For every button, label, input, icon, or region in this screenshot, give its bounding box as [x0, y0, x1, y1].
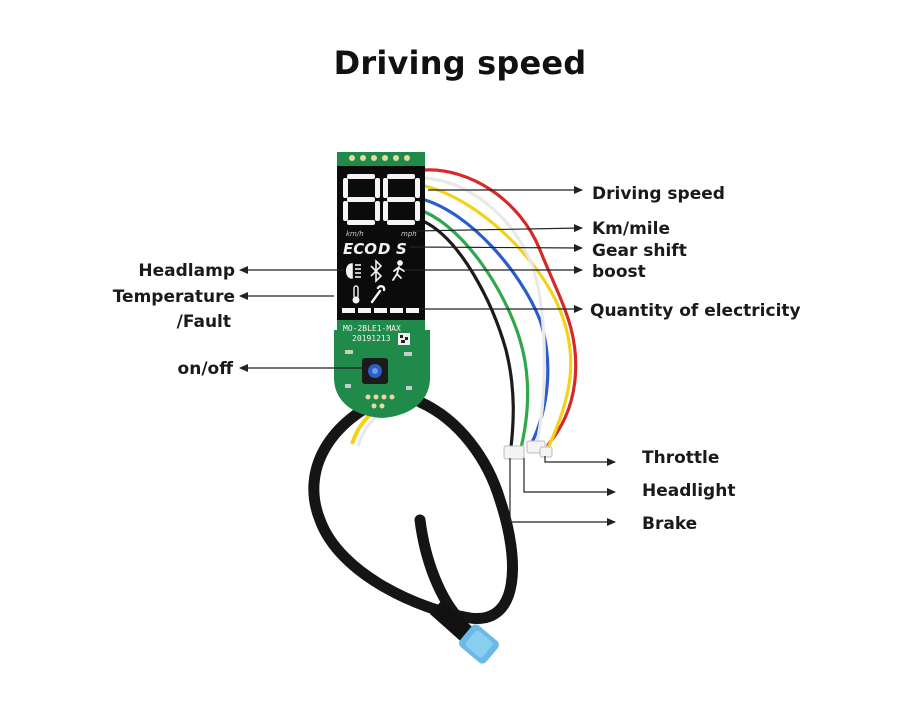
mode-s: S: [396, 240, 407, 258]
pcb-date: 20191213: [352, 334, 391, 343]
qr-code: [398, 333, 410, 345]
controller-pcb: km/h mph ECO D S: [334, 152, 430, 418]
end-connector: [430, 600, 499, 664]
label-km-mile: Km/mile: [592, 219, 670, 239]
label-on-off: on/off: [178, 359, 234, 379]
battery-bars: [342, 308, 419, 313]
label-headlamp: Headlamp: [138, 261, 235, 281]
label-boost: boost: [592, 262, 646, 282]
speed-digits: [343, 174, 420, 225]
mode-eco: ECO: [343, 240, 377, 258]
jst-connectors: [503, 440, 553, 460]
label-quantity-electricity: Quantity of electricity: [590, 301, 801, 321]
header-pins: [349, 155, 410, 161]
unit-mph: mph: [401, 230, 417, 238]
connector-callout-lines: [509, 456, 616, 526]
power-button-icon[interactable]: [362, 358, 388, 384]
bottom-pins: [365, 394, 395, 409]
lcd-screen: [337, 166, 425, 320]
left-callout-lines: [239, 266, 362, 372]
label-brake: Brake: [642, 514, 697, 534]
unit-kmh: km/h: [346, 230, 364, 238]
label-temperature: Temperature: [113, 287, 235, 307]
bluetooth-icon: [370, 259, 383, 283]
main-cable: [308, 390, 518, 624]
mode-d: D: [378, 240, 390, 258]
walking-person-icon: [392, 260, 405, 281]
label-throttle: Throttle: [642, 448, 719, 468]
pcb-model: MO-2BLE1-MAX: [343, 324, 401, 333]
label-driving-speed: Driving speed: [592, 184, 725, 204]
diagram-title: Driving speed: [333, 44, 587, 82]
label-headlight: Headlight: [642, 481, 735, 501]
right-callout-lines: [404, 186, 583, 313]
headlamp-icon: [345, 263, 361, 279]
label-fault: /Fault: [177, 312, 231, 332]
label-gear-shift: Gear shift: [592, 241, 687, 261]
wrench-icon: [370, 285, 386, 304]
signal-wires: [423, 168, 578, 457]
thermometer-icon: [352, 285, 360, 304]
